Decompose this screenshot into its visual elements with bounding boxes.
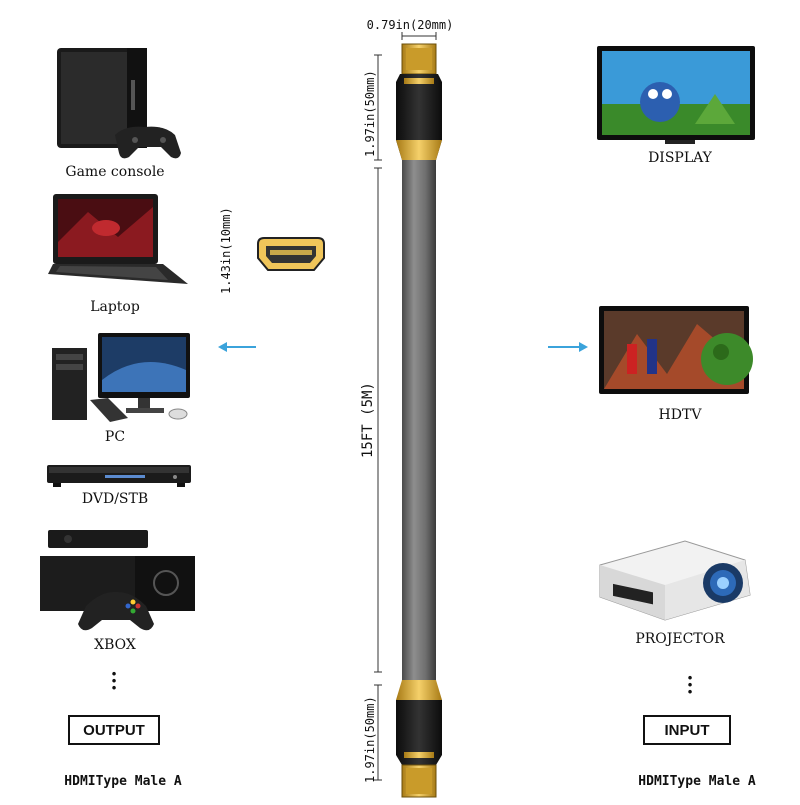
laptop-icon [48, 194, 188, 284]
plug-height-label: 1.43in(10mm) [219, 207, 233, 294]
xbox-label: XBOX [94, 637, 136, 653]
output-arrow [218, 340, 258, 354]
laptop-label: Laptop [90, 299, 140, 315]
input-box: INPUT [643, 715, 731, 745]
hdmi-cable [340, 0, 460, 800]
dvd-label: DVD/STB [81, 491, 149, 507]
left-footer: HDMIType Male A [64, 774, 182, 789]
hdtv-label: HDTV [658, 407, 702, 423]
more-devices-left: ··· [110, 661, 118, 700]
arrow-left-icon [218, 342, 256, 352]
projector-device [595, 535, 765, 625]
more-devices-right: ··· [686, 665, 694, 704]
display-device [595, 44, 765, 148]
display-label: DISPLAY [648, 150, 712, 166]
tv-icon [599, 306, 753, 394]
projector-icon [599, 540, 751, 621]
game-console-device [45, 40, 185, 170]
hdmi-plug-front [256, 236, 326, 272]
dvd-device [45, 461, 193, 489]
monitor-icon [597, 46, 755, 144]
output-box: OUTPUT [68, 715, 160, 745]
arrow-right-icon [548, 342, 588, 352]
connector-width-label: 0.79in(20mm) [366, 18, 454, 32]
pc-label: PC [104, 429, 126, 445]
pc-device [50, 330, 200, 425]
laptop-device [48, 192, 193, 292]
game-console-icon [57, 48, 181, 159]
projector-label: PROJECTOR [635, 631, 725, 647]
cable-illustration [374, 32, 442, 798]
game-console-label: Game console [65, 164, 165, 180]
hdmi-port-icon [257, 237, 325, 271]
cable-length-label: 15FT (5M) [360, 382, 376, 458]
hdtv-device [597, 304, 762, 400]
xbox-icon [40, 530, 195, 631]
desktop-pc-icon [52, 333, 190, 422]
connector-length-top-label: 1.97in(50mm) [363, 70, 377, 157]
input-arrow [548, 340, 588, 354]
right-footer: HDMIType Male A [638, 774, 756, 789]
connector-length-bottom-label: 1.97in(50mm) [363, 696, 377, 783]
dvd-player-icon [47, 465, 191, 487]
xbox-device [38, 526, 198, 636]
